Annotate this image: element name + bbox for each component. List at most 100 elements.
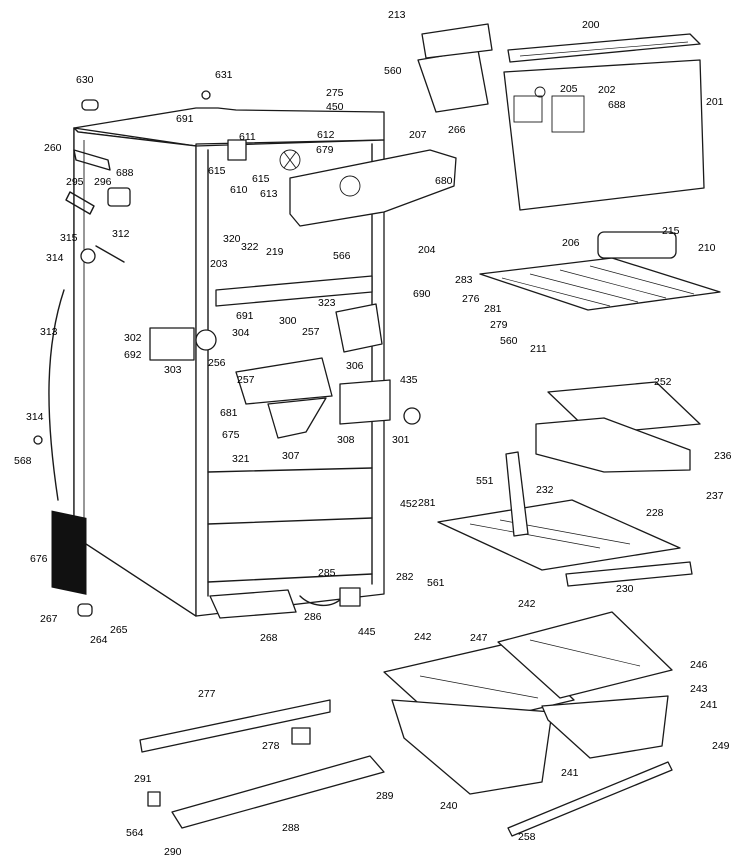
callout-21: 615 bbox=[252, 173, 270, 185]
callout-99: 290 bbox=[164, 846, 182, 858]
callout-28: 219 bbox=[266, 246, 284, 258]
callout-37: 203 bbox=[210, 258, 228, 270]
callout-44: 211 bbox=[530, 343, 547, 355]
callout-38: 283 bbox=[455, 274, 473, 286]
callout-13: 611 bbox=[239, 131, 256, 143]
callout-77: 676 bbox=[30, 553, 48, 565]
callout-84: 265 bbox=[110, 624, 128, 636]
callout-46: 302 bbox=[124, 332, 142, 344]
callout-29: 566 bbox=[333, 250, 351, 262]
callout-6: 450 bbox=[326, 101, 344, 113]
callout-82: 268 bbox=[260, 632, 278, 644]
callout-31: 206 bbox=[562, 237, 580, 249]
callout-32: 215 bbox=[662, 225, 680, 237]
callout-92: 278 bbox=[262, 740, 280, 752]
callout-24: 295 bbox=[66, 176, 84, 188]
left-small-parts bbox=[33, 90, 211, 501]
callout-53: 303 bbox=[164, 364, 182, 376]
callout-16: 207 bbox=[409, 129, 427, 141]
callout-57: 435 bbox=[400, 374, 418, 386]
callout-88: 246 bbox=[690, 659, 708, 671]
callout-66: 236 bbox=[714, 450, 732, 462]
callout-39: 690 bbox=[413, 288, 431, 300]
callout-12: 691 bbox=[176, 113, 194, 125]
callout-62: 307 bbox=[282, 450, 300, 462]
callout-89: 243 bbox=[690, 683, 708, 695]
callout-18: 688 bbox=[116, 167, 134, 179]
crisper-drawers bbox=[383, 611, 673, 795]
callout-100: 288 bbox=[282, 822, 300, 834]
callout-73: 228 bbox=[646, 507, 664, 519]
callout-87: 247 bbox=[470, 632, 488, 644]
callout-34: 315 bbox=[60, 232, 78, 244]
callout-91: 277 bbox=[198, 688, 216, 700]
evaporator-fan-assembly bbox=[227, 139, 301, 171]
rail-203 bbox=[215, 275, 373, 307]
callout-14: 612 bbox=[317, 129, 335, 141]
callout-33: 210 bbox=[698, 242, 716, 254]
callout-8: 205 bbox=[560, 83, 578, 95]
callout-labels: 213 200 630 631 560 275 450 266 205 202 … bbox=[14, 9, 732, 858]
door-panel-201 bbox=[503, 59, 705, 211]
callout-43: 560 bbox=[500, 335, 518, 347]
callout-15: 679 bbox=[316, 144, 334, 156]
callout-54: 256 bbox=[208, 357, 226, 369]
callout-35: 312 bbox=[112, 228, 130, 240]
control-assembly bbox=[149, 303, 421, 439]
callout-94: 241 bbox=[561, 767, 579, 779]
callout-11: 201 bbox=[706, 96, 724, 108]
callout-55: 257 bbox=[237, 374, 255, 386]
callout-96: 289 bbox=[376, 790, 394, 802]
callout-95: 291 bbox=[134, 773, 152, 785]
callout-67: 237 bbox=[706, 490, 724, 502]
callout-80: 286 bbox=[304, 611, 322, 623]
callout-45: 313 bbox=[40, 326, 58, 338]
callout-48: 300 bbox=[279, 315, 297, 327]
callout-52: 692 bbox=[124, 349, 142, 361]
callout-76: 230 bbox=[616, 583, 634, 595]
callout-9: 202 bbox=[598, 84, 616, 96]
callout-27: 322 bbox=[241, 241, 259, 253]
callout-36: 314 bbox=[46, 252, 64, 264]
callout-5: 275 bbox=[326, 87, 344, 99]
callout-64: 301 bbox=[392, 434, 410, 446]
callout-17: 260 bbox=[44, 142, 62, 154]
callout-1: 200 bbox=[582, 19, 600, 31]
callout-2: 630 bbox=[76, 74, 94, 86]
callout-20: 610 bbox=[230, 184, 248, 196]
callout-97: 240 bbox=[440, 800, 458, 812]
callout-63: 308 bbox=[337, 434, 355, 446]
callout-90: 241 bbox=[700, 699, 718, 711]
callout-3: 631 bbox=[215, 69, 233, 81]
callout-7: 266 bbox=[448, 124, 466, 136]
callout-71: 452 bbox=[400, 498, 418, 510]
callout-40: 276 bbox=[462, 293, 480, 305]
callout-56: 306 bbox=[346, 360, 364, 372]
kickplate-and-rails bbox=[139, 699, 673, 837]
callout-26: 320 bbox=[223, 233, 241, 245]
callout-10: 688 bbox=[608, 99, 626, 111]
callout-23: 680 bbox=[435, 175, 453, 187]
callout-25: 296 bbox=[94, 176, 112, 188]
callout-74: 282 bbox=[396, 571, 414, 583]
callout-49: 257 bbox=[302, 326, 320, 338]
callout-83: 264 bbox=[90, 634, 108, 646]
callout-19: 615 bbox=[208, 165, 226, 177]
callout-61: 675 bbox=[222, 429, 240, 441]
callout-51: 691 bbox=[236, 310, 254, 322]
callout-98: 564 bbox=[126, 827, 144, 839]
callout-78: 267 bbox=[40, 613, 58, 625]
callout-4: 560 bbox=[384, 65, 402, 77]
callout-75: 561 bbox=[427, 577, 445, 589]
callout-50: 323 bbox=[318, 297, 336, 309]
callout-58: 314 bbox=[26, 411, 44, 423]
callout-101: 258 bbox=[518, 831, 536, 843]
callout-85: 242 bbox=[518, 598, 536, 610]
callout-30: 204 bbox=[418, 244, 436, 256]
callout-47: 304 bbox=[232, 327, 250, 339]
callout-70: 321 bbox=[232, 453, 250, 465]
callout-41: 281 bbox=[484, 303, 502, 315]
callout-69: 232 bbox=[536, 484, 554, 496]
shelf-228 bbox=[437, 499, 693, 587]
